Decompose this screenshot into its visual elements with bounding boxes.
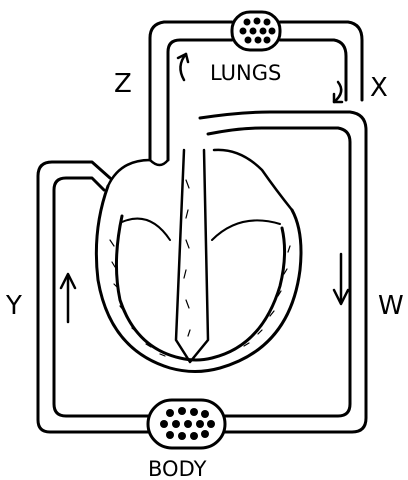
aorta-inner-wall xyxy=(208,128,350,416)
right-atrium xyxy=(108,160,168,186)
lungs-label: LUNGS xyxy=(210,61,281,85)
arrow-icon-lungs-left xyxy=(178,54,188,80)
label-x: X xyxy=(370,73,388,103)
heart-outline xyxy=(96,186,301,372)
right-valve xyxy=(122,219,170,240)
pulmonary-vein-vessel xyxy=(280,22,362,100)
arrow-icon-down xyxy=(334,254,348,304)
heart-inner-wall xyxy=(116,216,284,360)
arrow-icon-lungs-right xyxy=(334,82,342,102)
left-valve xyxy=(212,220,280,240)
septum xyxy=(176,150,208,362)
body-label: BODY xyxy=(148,457,207,480)
left-atrium xyxy=(214,150,292,210)
arrow-icon-up xyxy=(61,274,75,322)
label-y: Y xyxy=(5,291,22,321)
pulmonary-artery-vessel xyxy=(150,22,232,160)
lungs-capillaries-icon xyxy=(232,12,280,50)
pulmonary-vein-inner-wall xyxy=(280,40,346,100)
body-capillaries-icon xyxy=(148,400,225,448)
label-w: W xyxy=(378,291,404,321)
label-z: Z xyxy=(114,69,132,99)
